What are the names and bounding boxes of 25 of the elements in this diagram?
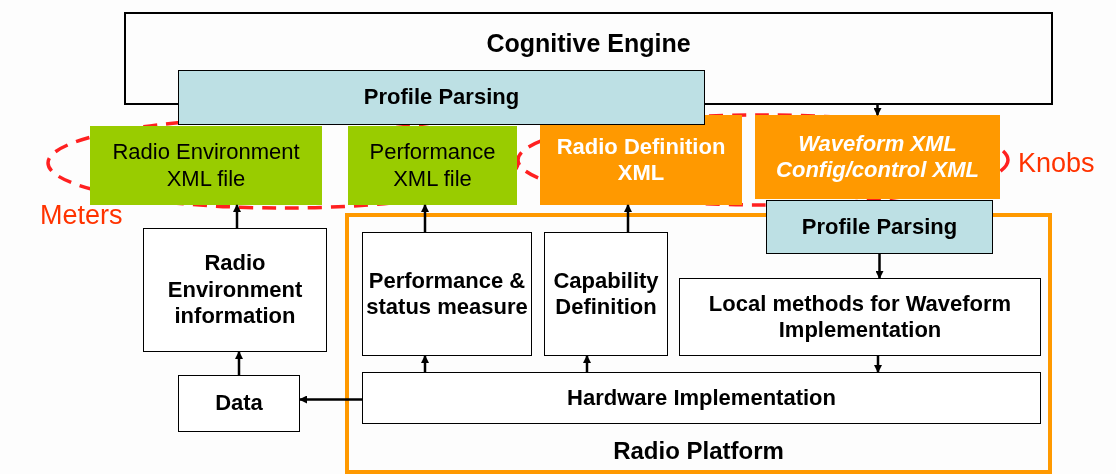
arrow <box>233 204 241 228</box>
knob-file-box: Radio Definition XML <box>540 115 742 205</box>
group-label: Knobs <box>1018 148 1095 179</box>
arrow <box>624 204 632 232</box>
parsing-box: Profile Parsing <box>178 70 705 125</box>
platform-container <box>345 213 1052 474</box>
arrow <box>874 356 882 373</box>
meter-file-box: Performance XML file <box>348 126 517 205</box>
process-box: Radio Environment information <box>143 228 327 352</box>
arrow <box>583 355 591 372</box>
arrow <box>299 395 362 404</box>
knob-file-box: Waveform XML Config/control XML <box>755 115 1000 199</box>
parsing-box: Profile Parsing <box>766 200 993 254</box>
arrow <box>875 254 884 279</box>
process-box: Local methods for Waveform Implementation <box>679 278 1041 356</box>
arrow <box>421 204 429 232</box>
container-title: Radio Platform <box>613 437 784 466</box>
process-box: Data <box>178 375 300 432</box>
arrow <box>873 105 882 116</box>
arrow <box>421 355 429 372</box>
process-box: Capability Definition <box>544 232 668 356</box>
process-box: Performance & status measure <box>362 232 532 356</box>
meter-file-box: Radio Environment XML file <box>90 126 322 205</box>
process-box: Hardware Implementation <box>362 372 1041 424</box>
arrow <box>235 351 243 375</box>
